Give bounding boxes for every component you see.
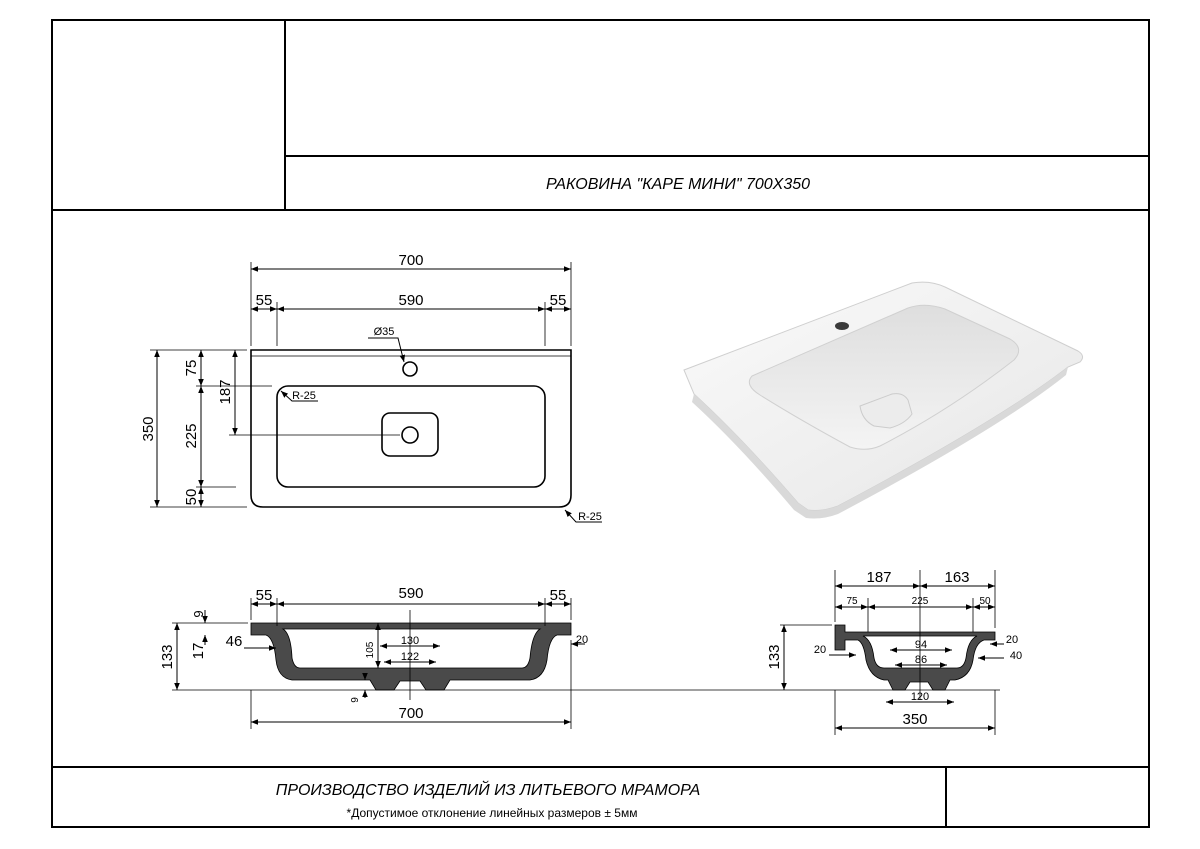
product-title: РАКОВИНА "КАРЕ МИНИ" 700Х350 bbox=[546, 176, 810, 193]
dim-front-overall-width: 700 bbox=[398, 705, 423, 722]
leader-outer-radius bbox=[564, 509, 602, 523]
dim-front-inner-width: 590 bbox=[398, 585, 423, 602]
dim-top-drain-offset: 187 bbox=[217, 379, 234, 404]
dim-top-tap-hole: Ø35 bbox=[374, 326, 395, 338]
side-section: 187 163 75 225 50 133 20 20 40 94 86 120… bbox=[766, 569, 1022, 735]
dim-side-height: 133 bbox=[766, 644, 783, 669]
dim-front-wall: 20 bbox=[576, 634, 588, 646]
dim-front-drain-outer: 130 bbox=[401, 635, 419, 647]
dim-top-inner-width: 590 bbox=[398, 292, 423, 309]
side-section-profile bbox=[834, 624, 996, 691]
dim-side-back-to-drain: 187 bbox=[866, 569, 891, 586]
top-view: 700 590 55 55 Ø35 R-25 R-25 350 75 225 5… bbox=[140, 252, 602, 523]
dim-top-left-margin: 55 bbox=[256, 292, 273, 309]
dim-front-drain-inner: 122 bbox=[401, 651, 419, 663]
dim-side-drain-outer: 94 bbox=[915, 639, 927, 651]
tolerance-note: *Допустимое отклонение линейных размеров… bbox=[347, 806, 638, 820]
dim-side-front-margin: 50 bbox=[979, 596, 991, 607]
company-line: ПРОИЗВОДСТВО ИЗДЕЛИЙ ИЗ ЛИТЬЕВОГО МРАМОР… bbox=[276, 780, 701, 799]
dim-side-drain-base: 120 bbox=[911, 691, 929, 703]
dim-front-height: 133 bbox=[159, 644, 176, 669]
dim-top-overall-depth: 350 bbox=[140, 416, 157, 441]
dim-top-inner-radius: R-25 bbox=[292, 390, 316, 402]
leader-inner-radius bbox=[280, 390, 318, 402]
dim-side-front-height: 40 bbox=[1010, 650, 1022, 662]
dim-top-overall-width: 700 bbox=[398, 252, 423, 269]
dim-front-right-margin: 55 bbox=[550, 587, 567, 604]
dim-front-bottom-thickness: 9 bbox=[350, 697, 361, 703]
dim-side-wall-right: 20 bbox=[1006, 634, 1018, 646]
dim-side-wall-left: 20 bbox=[814, 644, 826, 656]
drawing-frame bbox=[51, 19, 1150, 828]
leader-tap-hole bbox=[368, 337, 406, 363]
dim-side-drain-inner: 86 bbox=[915, 654, 927, 666]
dim-top-front-margin: 50 bbox=[183, 489, 200, 506]
dim-side-overall-depth: 350 bbox=[902, 711, 927, 728]
dim-front-left-margin: 55 bbox=[256, 587, 273, 604]
dim-side-drain-to-front: 163 bbox=[944, 569, 969, 586]
top-view-outline bbox=[250, 349, 572, 508]
dim-front-side-offset: 46 bbox=[226, 633, 243, 650]
dim-top-back-margin: 75 bbox=[183, 360, 200, 377]
sink-illustration bbox=[683, 281, 1084, 519]
dim-top-bowl-depth: 225 bbox=[183, 423, 200, 448]
dim-front-bowl-depth: 105 bbox=[365, 641, 376, 658]
dim-top-right-margin: 55 bbox=[550, 292, 567, 309]
front-section: 55 590 55 700 133 9 17 46 20 105 130 122… bbox=[159, 585, 1000, 729]
dim-front-rim-thickness: 9 bbox=[191, 610, 206, 617]
dim-front-rim-height: 17 bbox=[190, 643, 207, 660]
dim-side-back-margin: 75 bbox=[846, 596, 858, 607]
dim-side-bowl-depth: 225 bbox=[912, 596, 929, 607]
dim-top-outer-radius: R-25 bbox=[578, 511, 602, 523]
